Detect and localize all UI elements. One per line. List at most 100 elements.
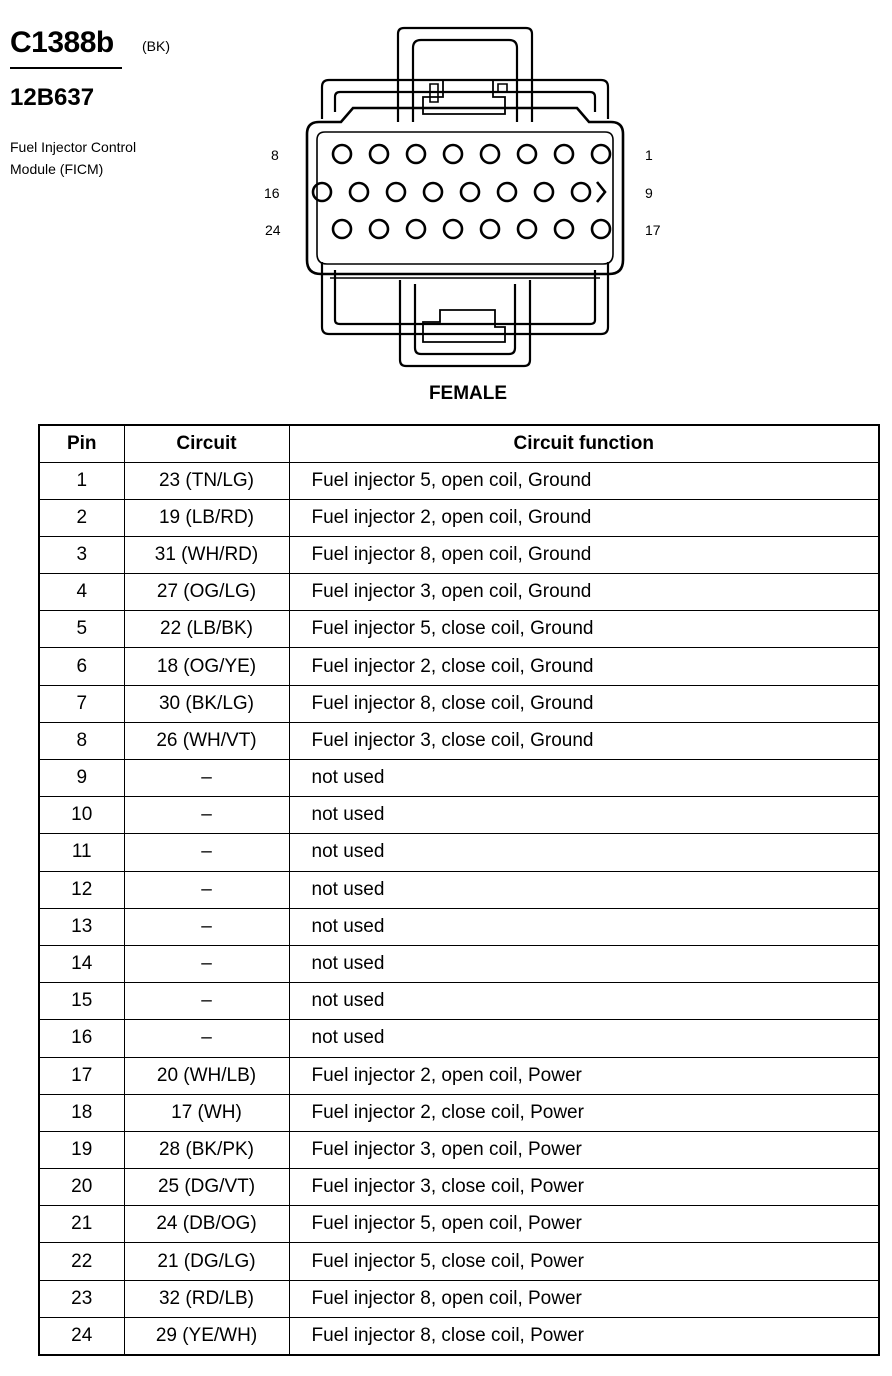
pin-cell: 7: [38, 684, 125, 723]
circuit-cell: –: [123, 1019, 290, 1058]
table-row: 10–not used: [38, 796, 880, 835]
header-row: Pin Circuit Circuit function: [38, 424, 880, 463]
circuit-cell: 30 (BK/LG): [123, 684, 290, 723]
pin-cavity: [385, 181, 407, 203]
row-label-bot-right: 17: [645, 222, 661, 238]
pin-cavity: [348, 181, 370, 203]
pin-cavity: [516, 218, 538, 240]
pin-cavity: [442, 143, 464, 165]
function-cell: not used: [288, 796, 880, 835]
row-label-mid-right: 9: [645, 185, 653, 201]
view-label: FEMALE: [428, 383, 508, 404]
function-cell: Fuel injector 5, close coil, Ground: [288, 610, 880, 649]
circuit-cell: 18 (OG/YE): [123, 647, 290, 686]
pin-cavity: [553, 218, 575, 240]
function-cell: Fuel injector 8, open coil, Power: [288, 1279, 880, 1318]
circuit-cell: 23 (TN/LG): [123, 461, 290, 500]
bottom-latch: [398, 280, 532, 368]
function-cell: not used: [288, 1019, 880, 1058]
pin-cell: 2: [38, 498, 125, 537]
pin-cavity: [516, 143, 538, 165]
pin-cell: 9: [38, 758, 125, 798]
pin-cavity: [368, 143, 390, 165]
function-cell: not used: [288, 758, 880, 798]
pin-cell: 22: [38, 1242, 125, 1281]
table-row: 16–not used: [38, 1019, 880, 1058]
circuit-cell: –: [123, 758, 290, 798]
function-cell: Fuel injector 5, close coil, Power: [288, 1242, 880, 1281]
function-cell: Fuel injector 8, open coil, Ground: [288, 535, 880, 575]
circuit-cell: 17 (WH): [123, 1093, 290, 1132]
circuit-cell: 32 (RD/LB): [123, 1279, 290, 1318]
function-cell: Fuel injector 2, close coil, Ground: [288, 647, 880, 686]
function-cell: Fuel injector 3, open coil, Power: [288, 1130, 880, 1170]
pin-cavities: [311, 143, 612, 240]
pin-cavity: [590, 218, 612, 240]
pin-cell: 13: [38, 907, 125, 946]
table-row: 13–not used: [38, 907, 880, 946]
circuit-cell: 25 (DG/VT): [123, 1168, 290, 1207]
pin-cell: 4: [38, 573, 125, 612]
pin-cavity: [479, 218, 501, 240]
connector-id: C1388b: [10, 26, 114, 59]
table-row: 11–not used: [38, 833, 880, 872]
function-cell: Fuel injector 8, close coil, Power: [288, 1316, 880, 1356]
circuit-cell: 27 (OG/LG): [123, 573, 290, 612]
outer-collar: [320, 78, 610, 336]
pin-cavity: [311, 181, 333, 203]
pin-cavity: [442, 218, 464, 240]
pin-cavity: [496, 181, 518, 203]
connector-face-diagram: 8 1 16 9 24 17: [264, 26, 661, 368]
function-cell: Fuel injector 8, close coil, Ground: [288, 684, 880, 723]
function-cell: not used: [288, 833, 880, 872]
function-cell: not used: [288, 982, 880, 1021]
pin-cell: 16: [38, 1019, 125, 1058]
row-label-top-right: 1: [645, 147, 653, 163]
pin-cell: 8: [38, 721, 125, 761]
pin-cavity: [331, 218, 353, 240]
circuit-cell: 31 (WH/RD): [123, 535, 290, 575]
circuit-cell: 19 (LB/RD): [123, 498, 290, 537]
pin-cell: 19: [38, 1130, 125, 1170]
pin-cavity: [479, 143, 501, 165]
circuit-cell: –: [123, 982, 290, 1021]
pin-cavity: [368, 218, 390, 240]
pin-cell: 21: [38, 1205, 125, 1244]
pin-cavity: [405, 143, 427, 165]
circuit-cell: –: [123, 907, 290, 946]
function-cell: Fuel injector 2, close coil, Power: [288, 1093, 880, 1132]
main-housing: [305, 106, 625, 279]
title-underline: [10, 67, 122, 69]
header-circuit: Circuit: [123, 424, 290, 463]
pin-cell: 6: [38, 647, 125, 686]
pin-cell: 5: [38, 610, 125, 649]
pin-cell: 3: [38, 535, 125, 575]
header-pin: Pin: [38, 424, 125, 463]
circuit-cell: 21 (DG/LG): [123, 1242, 290, 1281]
header-function: Circuit function: [288, 424, 880, 463]
pin-cavity: [422, 181, 444, 203]
table-row: 14–not used: [38, 944, 880, 984]
circuit-cell: –: [123, 944, 290, 984]
circuit-cell: 28 (BK/PK): [123, 1130, 290, 1170]
pin-cell: 18: [38, 1093, 125, 1132]
pin-cell: 23: [38, 1279, 125, 1318]
pin-cavity: [533, 181, 555, 203]
function-cell: Fuel injector 2, open coil, Ground: [288, 498, 880, 537]
part-number: 12B637: [10, 84, 95, 111]
pin-cavity: [570, 181, 592, 203]
